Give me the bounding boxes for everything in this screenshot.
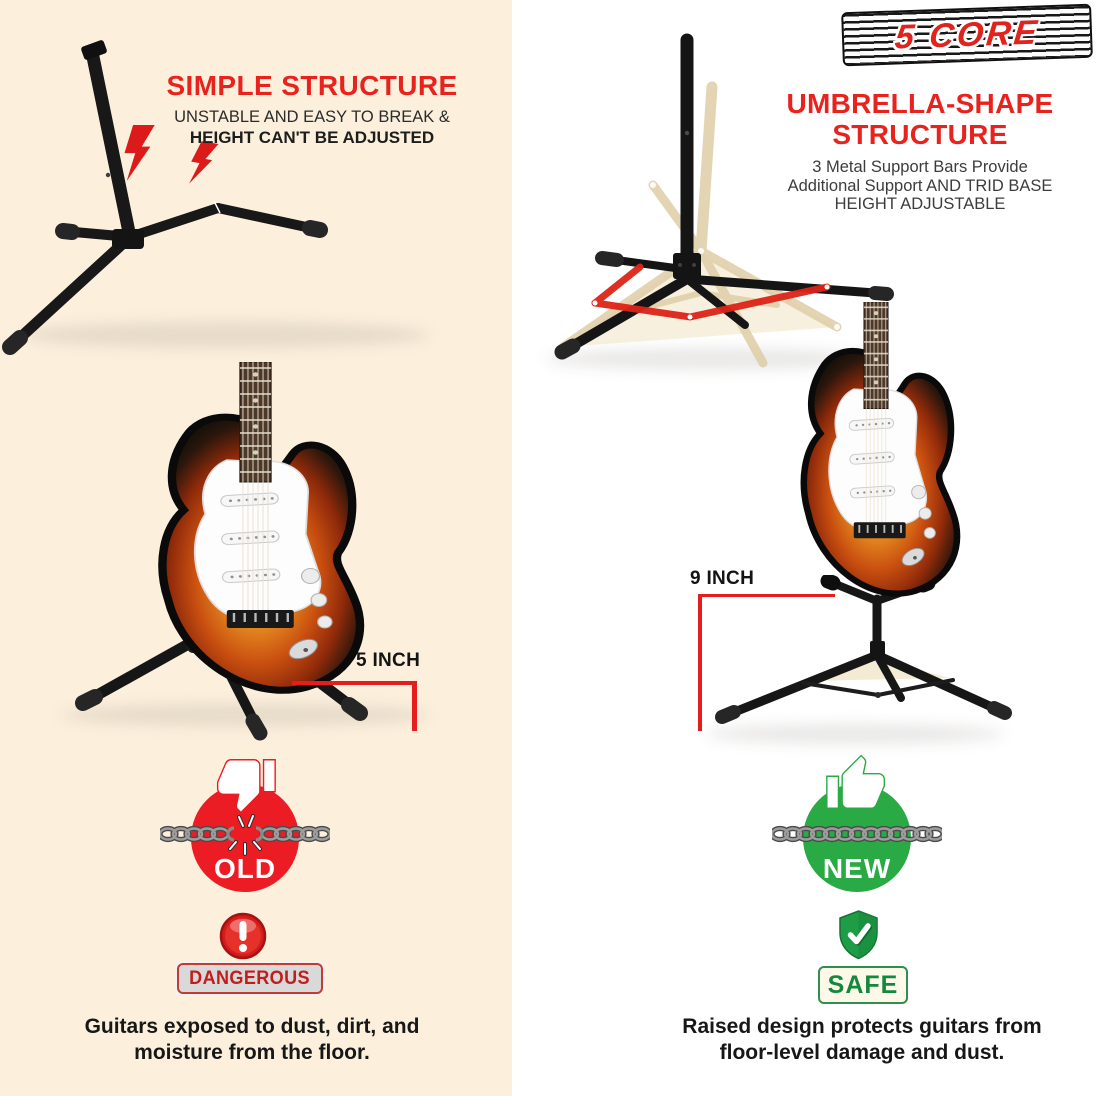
intact-chain-icon [772,825,942,843]
left-stand-shadow [60,704,430,726]
new-badge: NEW [772,754,942,892]
left-caption-line1: Guitars exposed to dust, dirt, and [84,1015,420,1038]
umbrella-stand-image [554,33,894,368]
right-stand-shadow [705,724,1005,744]
dangerous-status-badge: DANGEROUS [177,963,323,994]
right-headline-block: UMBRELLA-SHAPE STRUCTURE 3 Metal Support… [730,88,1096,214]
thumbs-down-icon [216,759,276,814]
lightning-bolt-icon [124,125,219,184]
safe-label: SAFE [827,970,899,999]
left-guitar-image [124,362,387,702]
left-caption-line2: moisture from the floor. [134,1041,370,1064]
right-guitar-image [774,302,978,604]
left-measurement-line-vertical [412,681,417,731]
right-measurement-line-vertical [698,594,702,731]
right-title-line1: UMBRELLA-SHAPE [786,88,1054,119]
right-subtitle-2: Additional Support AND TRID BASE [787,176,1053,195]
left-headline-block: SIMPLE STRUCTURE UNSTABLE AND EASY TO BR… [97,70,527,148]
new-badge-label: NEW [823,853,891,884]
right-caption-line1: Raised design protects guitars from [682,1015,1042,1038]
dangerous-label: DANGEROUS [189,967,311,989]
right-subtitle-3: HEIGHT ADJUSTABLE [834,195,1006,213]
left-title: SIMPLE STRUCTURE [166,70,458,101]
right-caption-line2: floor-level damage and dust. [719,1041,1005,1064]
right-measurement-line-horizontal [700,594,835,597]
old-badge-label: OLD [214,853,276,884]
old-stand-shadow [20,322,430,348]
right-subtitle-1: 3 Metal Support Bars Provide [812,158,1028,176]
left-subtitle-2: HEIGHT CAN'T BE ADJUSTED [189,128,435,147]
left-caption: Guitars exposed to dust, dirt, and moist… [32,1014,472,1066]
broken-chain-icon [160,814,330,856]
old-simple-stand-image [2,40,328,355]
old-badge: OLD [160,759,330,892]
right-panel-background [512,0,1096,1096]
umbrella-stand-shadow [545,348,875,370]
right-measurement-label: 9 INCH [690,568,755,589]
right-caption: Raised design protects guitars from floo… [642,1014,1082,1066]
thumbs-up-icon [826,754,886,809]
safe-status-badge: SAFE [818,966,908,1004]
shield-check-icon [839,910,878,960]
brand-logo-text: 5 CORE [892,12,1042,57]
left-subtitle-1: UNSTABLE AND EASY TO BREAK & [174,108,450,126]
left-measurement-line-horizontal [292,681,417,685]
brand-logo: 5 CORE [841,3,1093,67]
warning-exclamation-icon [219,912,267,960]
left-measurement-label: 5 INCH [356,650,421,671]
right-title-line2: STRUCTURE [832,119,1008,150]
